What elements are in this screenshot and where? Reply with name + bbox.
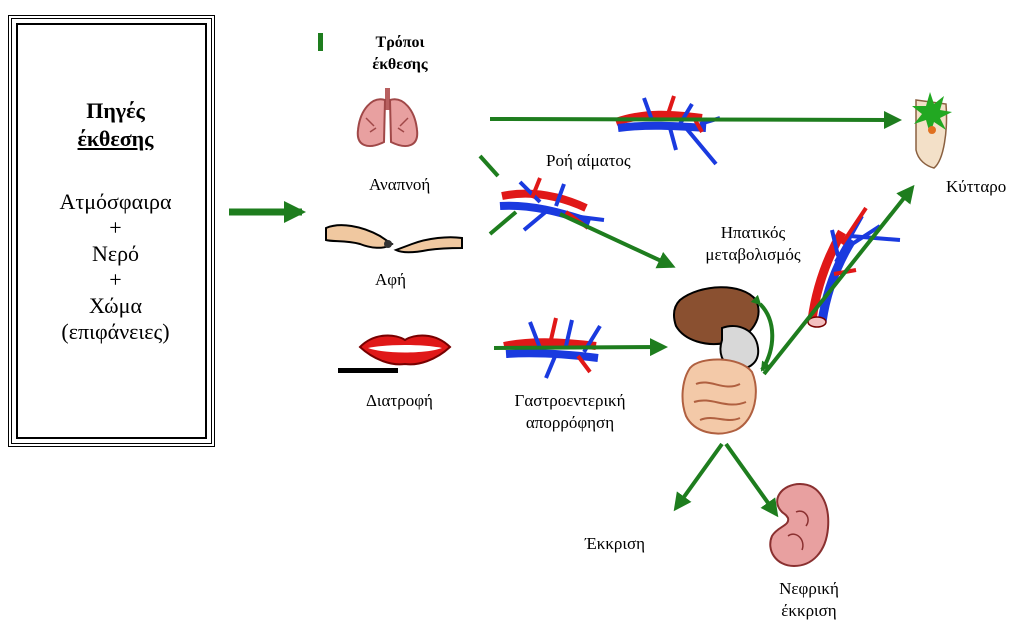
renal-excretion-line2: έκκριση [764, 600, 854, 621]
arrow-touch-up [490, 212, 516, 234]
route-touch-label: Αφή [375, 269, 406, 290]
arrow-to-renal [726, 444, 776, 514]
hands-touch-icon [326, 225, 462, 252]
hepatic-metabolism-line2: μεταβολισμός [688, 244, 818, 265]
arrow-inhalation-down [480, 156, 498, 176]
route-diet-label: Διατροφή [366, 390, 433, 411]
gi-absorption-line1: Γαστροεντερική [494, 390, 646, 411]
kidney-icon [770, 484, 828, 566]
routes-title-line2: έκθεσης [360, 54, 440, 75]
decorative-green-mark [318, 33, 323, 51]
arrow-to-hepatic [560, 214, 672, 266]
mouth-icon [338, 336, 450, 373]
liver-digestive-icon [674, 287, 759, 433]
blood-vessel-icon-middle [500, 178, 604, 230]
renal-excretion-line1: Νεφρική [764, 578, 854, 599]
cell-label: Κύτταρο [946, 176, 1006, 197]
hepatic-metabolism-line1: Ηπατικός [688, 222, 818, 243]
cell-icon [912, 92, 952, 168]
arrow-liver-to-cell [764, 188, 912, 374]
blood-flow-label: Ροή αίματος [546, 150, 631, 171]
route-inhalation-label: Αναπνοή [369, 174, 430, 195]
gi-absorption-line2: απορρόφηση [494, 412, 646, 433]
arrow-inhalation-to-cell [490, 119, 898, 120]
lungs-icon [358, 88, 417, 146]
excretion-label: Έκκριση [585, 533, 645, 554]
arrow-liver-gi-cycle [760, 304, 772, 370]
blood-vessel-icon-right [808, 208, 900, 327]
arrow-diet-to-gi [494, 347, 664, 348]
arrow-to-excretion [676, 444, 722, 508]
blood-vessel-icon-top [616, 96, 720, 164]
routes-title-line1: Τρόποι [360, 32, 440, 53]
